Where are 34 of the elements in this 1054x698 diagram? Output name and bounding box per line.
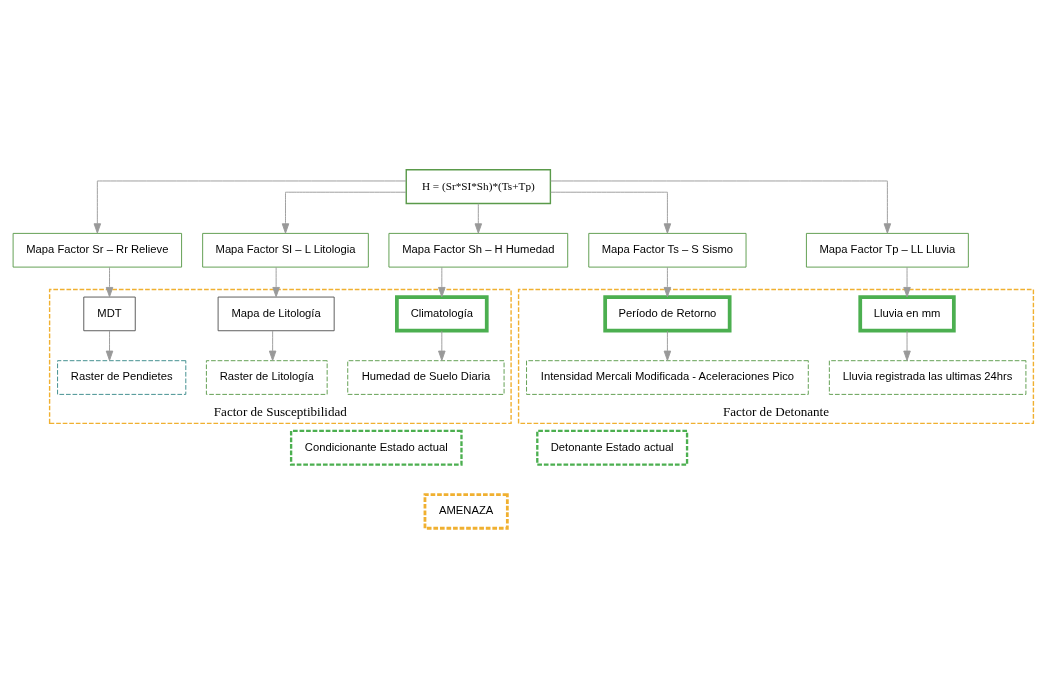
- node-box: Raster de Litología: [205, 360, 328, 395]
- arrow: [281, 191, 407, 234]
- node-box: Mapa Factor Ts – S Sismo: [588, 232, 747, 268]
- arrow: [474, 203, 483, 234]
- node-box: Lluvia registrada las ultimas 24hrs: [828, 360, 1027, 395]
- arrow: [105, 330, 114, 361]
- node-box: Lluvia en mm: [858, 295, 956, 333]
- node-box: AMENAZA: [423, 493, 509, 530]
- node-box: Período de Retorno: [603, 295, 732, 333]
- arrow: [105, 266, 114, 298]
- node-box: Humedad de Suelo Diaria: [347, 360, 505, 395]
- node-box: Mapa Factor Sh – H Humedad: [388, 232, 569, 268]
- arrow: [438, 330, 446, 361]
- node-box: Mapa de Litología: [217, 296, 335, 332]
- arrow: [272, 266, 280, 298]
- arrow: [268, 330, 277, 361]
- node-box: Intensidad Mercali Modificada - Aceleraciones Pico: [526, 360, 809, 395]
- node-box: Mapa Factor SI – L Litologia: [202, 232, 369, 268]
- arrow: [438, 266, 446, 298]
- node-box: Condicionante Estado actual: [289, 429, 463, 466]
- arrow: [663, 330, 672, 361]
- node-box: Mapa Factor Sr – Rr Relieve: [12, 232, 183, 268]
- node-box: MDT: [83, 296, 136, 332]
- arrow: [550, 180, 892, 234]
- arrow: [903, 330, 911, 361]
- arrow: [903, 266, 911, 298]
- node-box: Mapa Factor Tp – LL Lluvia: [805, 232, 969, 268]
- arrow: [93, 180, 407, 234]
- node-box: Raster de Pendietes: [57, 360, 187, 395]
- node-box: Detonante Estado actual: [536, 429, 689, 466]
- node-box: Climatología: [395, 295, 489, 333]
- node-box: H = (Sr*SI*Sh)*(Ts+Tp): [405, 169, 552, 205]
- arrow: [550, 191, 672, 234]
- arrow: [663, 266, 672, 298]
